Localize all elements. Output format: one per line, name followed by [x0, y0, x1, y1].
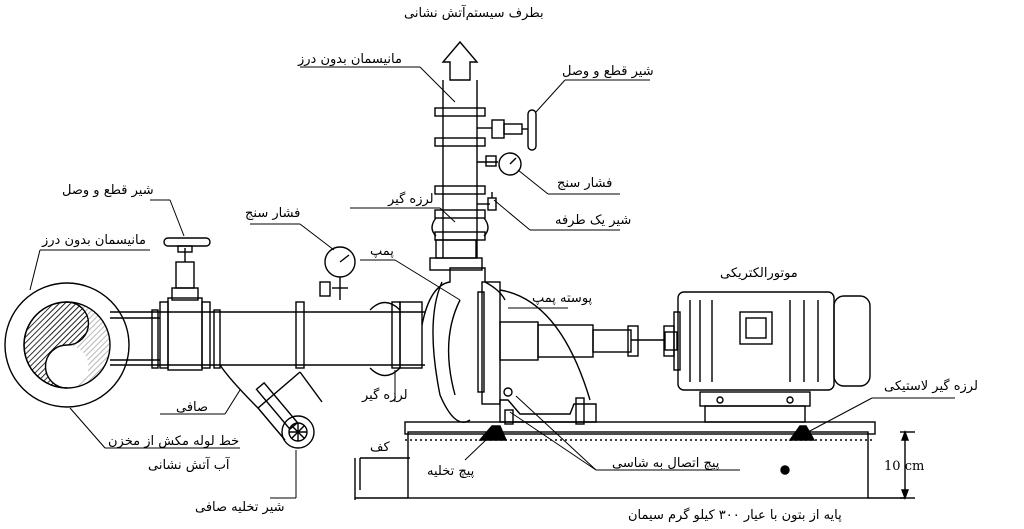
discharge-pipe: [441, 40, 479, 258]
suction-pipe: [110, 311, 425, 366]
gate-valve-right-label: شیر قطع و وصل: [562, 64, 654, 79]
suction-line-label-2: آب آتش نشانی: [148, 458, 230, 473]
motor-label: موتورالکتریکی: [720, 266, 798, 281]
check-valve-label: شیر یک طرفه: [555, 213, 632, 228]
pump-casing: [477, 281, 675, 405]
gate-valve-right: [477, 109, 537, 151]
pressure-gauge-left: [319, 246, 356, 300]
fire-system-label: بطرف سیستم‌آتش نشانی: [404, 6, 544, 21]
drain-valve-label: شیر تخلیه صافی: [195, 500, 285, 515]
vibration-eliminator-bottom: [369, 301, 423, 377]
pump-label: پمپ: [370, 244, 394, 259]
manifold-left-label: مانیسمان بدون درز: [42, 233, 146, 248]
strainer-label: صافی: [176, 400, 209, 415]
vibration-bottom-label: لرزه گیر: [362, 388, 408, 403]
height-value: 10: [884, 459, 901, 474]
foundation-label: پایه از بتون با عیار ۳۰۰ کیلو گرم سیمان: [628, 508, 842, 523]
gate-valve-left: [163, 237, 211, 371]
check-valve: [477, 192, 497, 211]
height-dimension-label: 10 cm: [884, 459, 924, 475]
floor-label: کف: [370, 440, 390, 455]
pressure-gauge-right-label: فشار سنج: [557, 176, 613, 191]
motor-base: [699, 391, 811, 423]
pressure-gauge-left-label: فشار سنج: [245, 206, 301, 221]
manifold-top-label: مانیسمان بدون درز: [298, 52, 402, 67]
drain-valve: [281, 415, 315, 449]
vibration-top-label: لرزه گیر: [388, 192, 434, 207]
height-unit: cm: [904, 459, 925, 474]
electric-motor: [664, 291, 871, 391]
suction-pipe-section: [4, 282, 130, 408]
vibration-eliminator-top: [431, 217, 489, 237]
pump-casing-label: پوسته پمپ: [532, 291, 593, 306]
pressure-gauge-right: [477, 152, 522, 176]
anchor-bolt-label: پیچ تخلیه: [427, 464, 475, 479]
height-dimension: [900, 430, 915, 500]
rubber-mount-label: لرزه گیر لاستیکی: [884, 379, 978, 394]
pump-volute: [421, 239, 506, 423]
suction-line-label-1: خط لوله مکش از مخزن: [108, 434, 240, 449]
gate-valve-left-label: شیر قطع و وصل: [62, 183, 154, 198]
discharge-flanges: [434, 107, 486, 241]
rubber-mount-left: [478, 425, 508, 441]
leader-lines: [29, 66, 955, 499]
chassis-bolt-label: پیچ اتصال به شاسی: [612, 456, 720, 471]
strainer: [219, 364, 323, 441]
rubber-mount-right: [788, 425, 816, 441]
pump-pedestal: [499, 397, 597, 425]
floor-marker: [359, 457, 410, 490]
